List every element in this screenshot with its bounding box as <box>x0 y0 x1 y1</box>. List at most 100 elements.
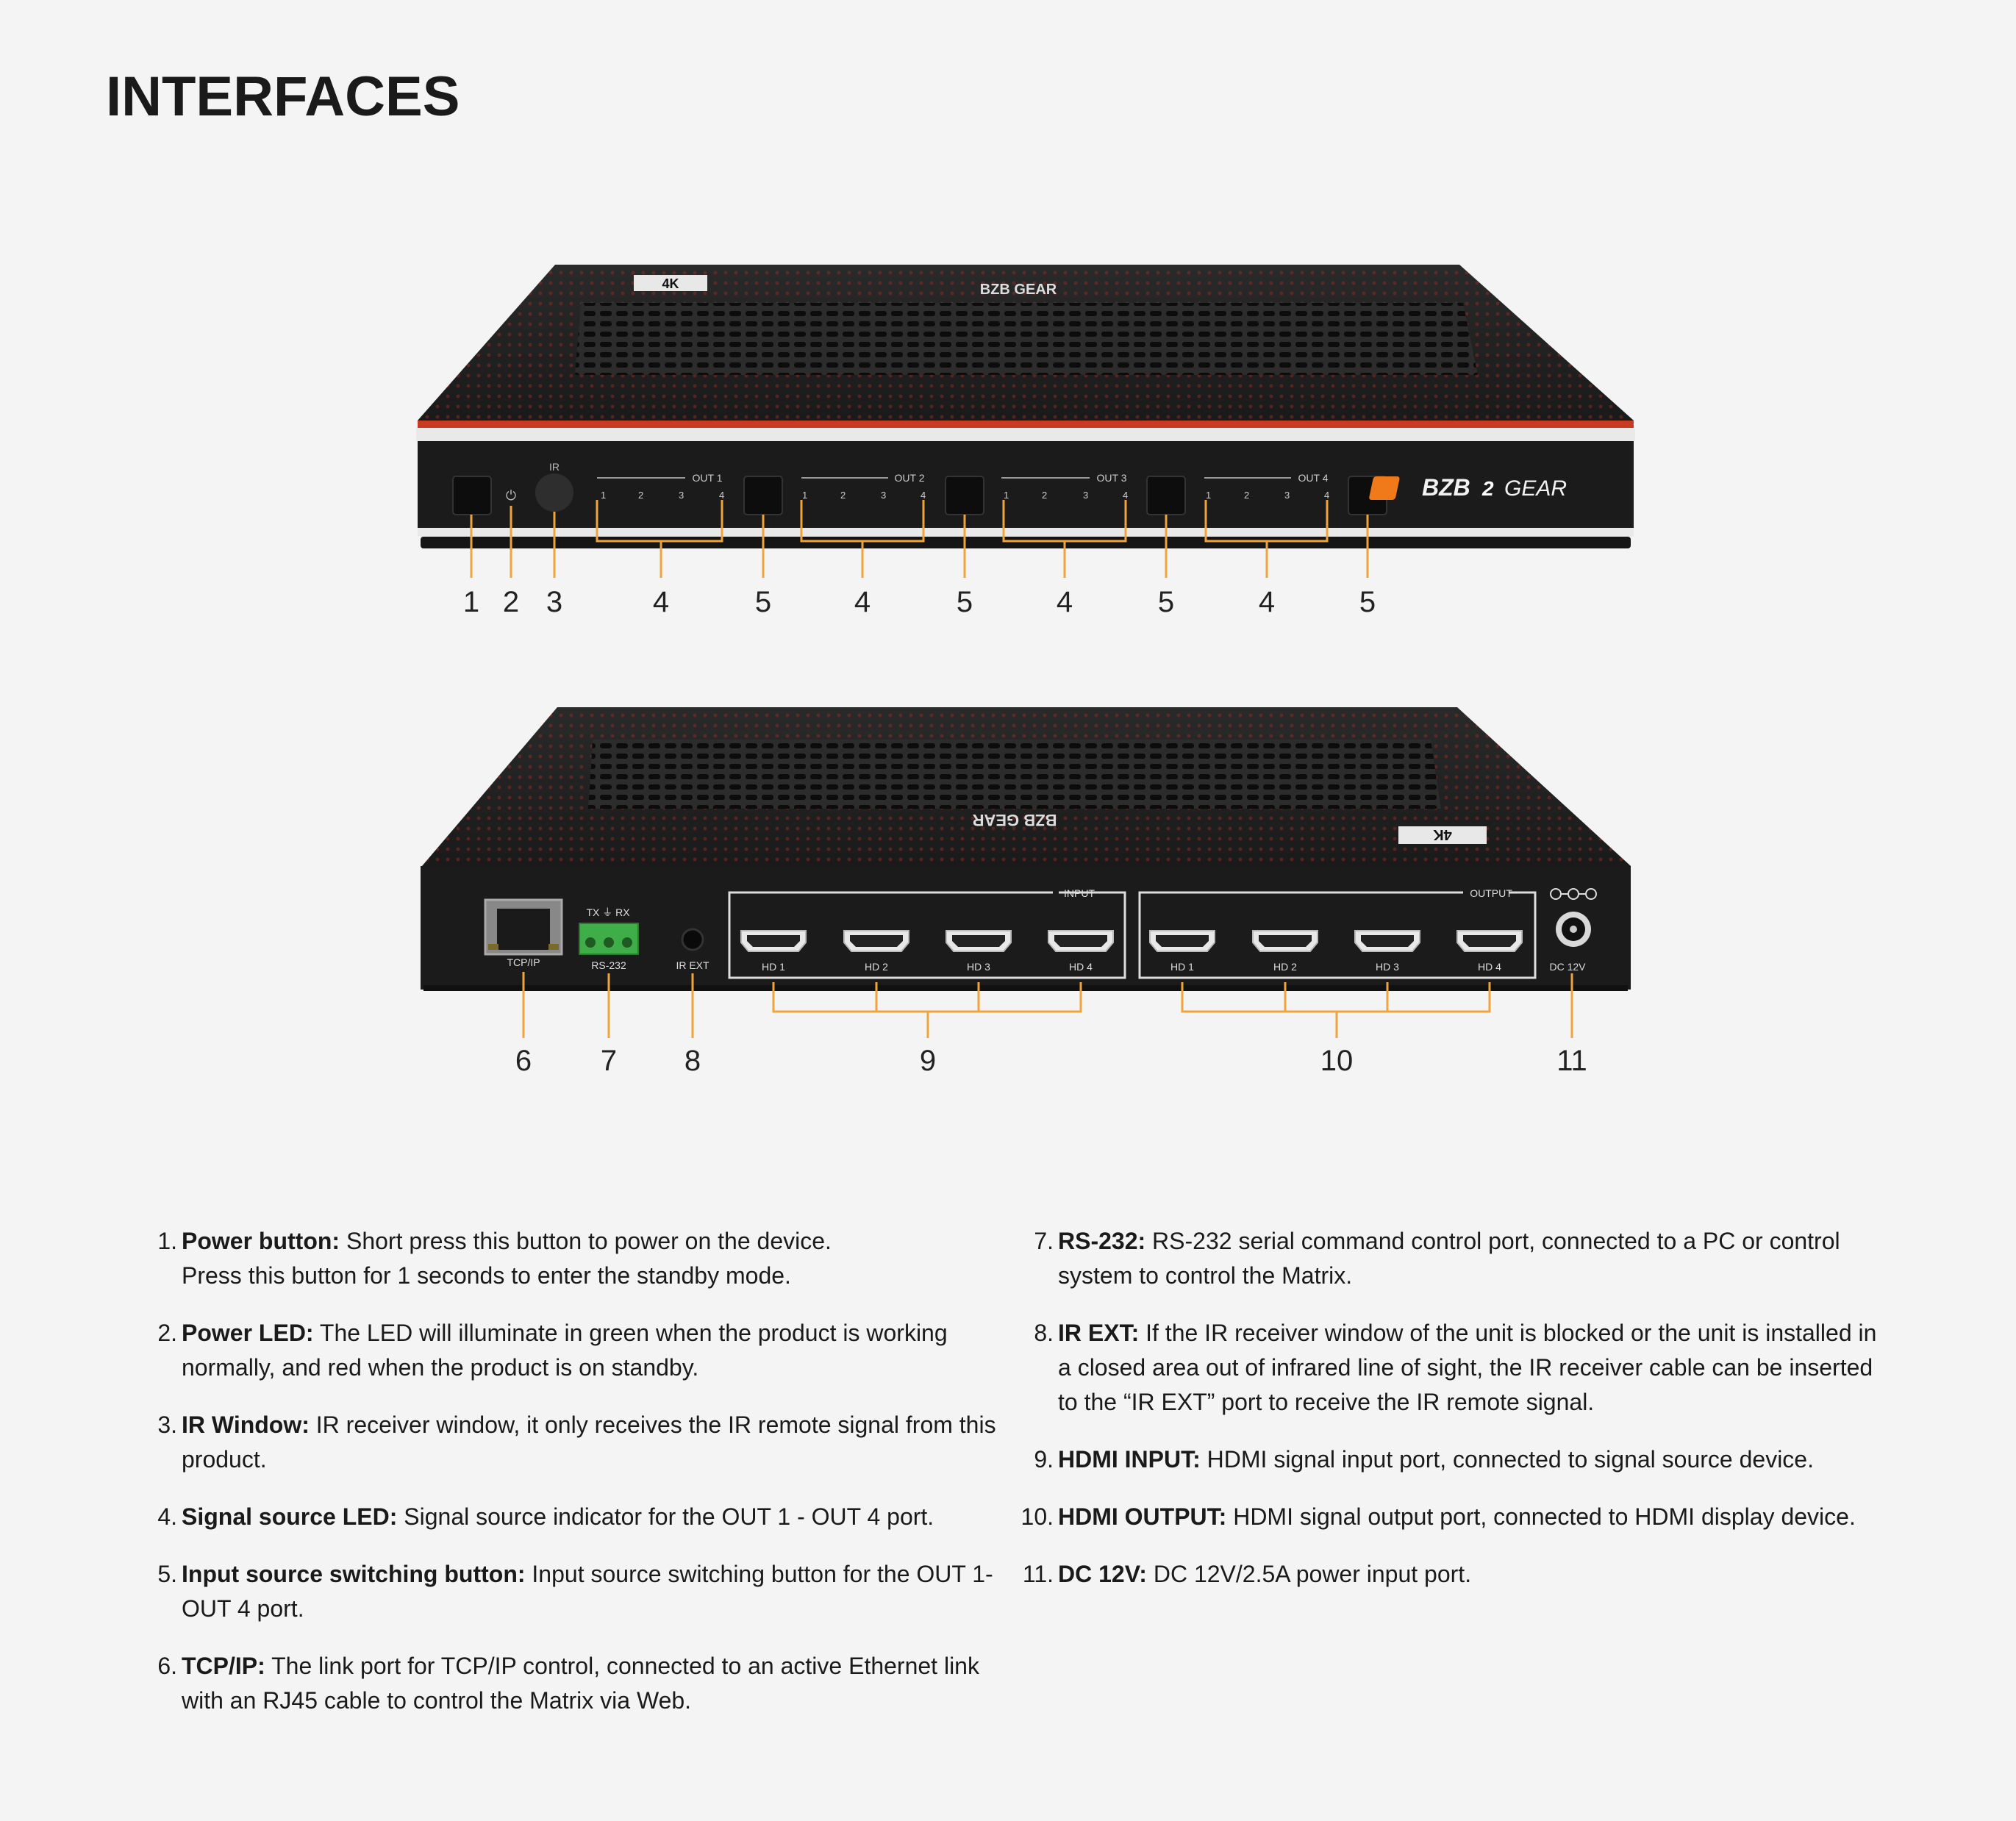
out-2-tick: 4 <box>921 490 926 501</box>
rear-callout-lines <box>522 972 1573 1038</box>
legend-item: 10.HDMI OUTPUT: HDMI signal output port,… <box>1020 1503 1856 1530</box>
legend-item: 11.DC 12V: DC 12V/2.5A power input port. <box>1022 1561 1472 1587</box>
rs232-port[interactable] <box>579 923 639 955</box>
out-4-tick: 4 <box>1324 490 1329 501</box>
hdmi-output-4[interactable] <box>1456 930 1523 952</box>
rs232-pin-label: TX ⏚ RX <box>586 906 630 918</box>
callout-5: 5 <box>957 586 973 618</box>
front-panel: 4K BZB GEAR ⏻ IR OUT 1 1 2 3 4 OUT 2 1 2… <box>416 265 1635 618</box>
out-4-tick: 1 <box>1206 490 1211 501</box>
legend-item: 5.Input source switching button: Input s… <box>157 1561 993 1622</box>
rear-top-brand: BZB GEAR <box>972 811 1057 829</box>
output-port-label: HD 3 <box>1376 961 1399 973</box>
svg-text:2: 2 <box>1481 477 1494 500</box>
callout-4: 4 <box>854 586 871 618</box>
out-1-tick: 3 <box>679 490 684 501</box>
callout-4: 4 <box>1259 586 1275 618</box>
out-group-2: OUT 2 1 2 3 4 <box>801 472 926 501</box>
power-led-icon: ⏻ <box>506 488 516 503</box>
switch-button-out-1[interactable] <box>743 476 783 515</box>
input-label: INPUT <box>1064 887 1095 899</box>
switch-button-out-2[interactable] <box>945 476 984 515</box>
input-port-label: HD 2 <box>865 961 888 973</box>
callout-6: 6 <box>515 1045 532 1077</box>
hdmi-output-1[interactable] <box>1149 930 1215 952</box>
svg-text:GEAR: GEAR <box>1504 476 1567 501</box>
hdmi-input-4[interactable] <box>1048 930 1114 952</box>
front-callout-lines <box>470 500 1369 578</box>
hdmi-input-1[interactable] <box>740 930 807 952</box>
out-4-tick: 3 <box>1284 490 1290 501</box>
rear-4k-text: 4K <box>1433 826 1452 842</box>
callout-4: 4 <box>1057 586 1073 618</box>
front-face <box>418 441 1634 528</box>
front-top-brand: BZB GEAR <box>980 282 1057 298</box>
dc-label: DC 12V <box>1549 961 1586 973</box>
front-4k-text: 4K <box>662 276 679 291</box>
legend-item: 1.Power button: Short press this button … <box>157 1228 832 1289</box>
legend-item: 2.Power LED: The LED will illuminate in … <box>157 1320 948 1381</box>
callout-4: 4 <box>653 586 669 618</box>
out-2-label: OUT 2 <box>895 472 925 484</box>
hdmi-output-2[interactable] <box>1252 930 1318 952</box>
input-port-label: HD 4 <box>1069 961 1093 973</box>
legend-item: 6.TCP/IP: The link port for TCP/IP contr… <box>157 1653 979 1714</box>
legend-item: 8.IR EXT: If the IR receiver window of t… <box>1034 1320 1877 1415</box>
callout-9: 9 <box>920 1045 936 1077</box>
callout-5: 5 <box>1158 586 1174 618</box>
legend-right: 7.RS-232: RS-232 serial command control … <box>1018 1224 1882 1614</box>
out-2-tick: 2 <box>840 490 846 501</box>
callout-5: 5 <box>755 586 771 618</box>
hdmi-input-3[interactable] <box>946 930 1012 952</box>
out-3-tick: 3 <box>1083 490 1088 501</box>
ir-ext-port[interactable] <box>681 928 704 951</box>
output-port-label: HD 4 <box>1478 961 1501 973</box>
switch-button-out-3[interactable] <box>1146 476 1186 515</box>
tcpip-port[interactable] <box>484 898 563 956</box>
callout-11: 11 <box>1556 1045 1587 1077</box>
legend-item: 4.Signal source LED: Signal source indic… <box>157 1503 934 1530</box>
out-3-tick: 4 <box>1123 490 1128 501</box>
out-1-tick: 1 <box>601 490 606 501</box>
page-title: INTERFACES <box>106 65 460 128</box>
device-diagram: 4K BZB GEAR ⏻ IR OUT 1 1 2 3 4 OUT 2 1 2… <box>416 265 1635 1077</box>
legend-left: 1.Power button: Short press this button … <box>151 1224 1004 1741</box>
callout-3: 3 <box>546 586 562 618</box>
svg-text:BZB: BZB <box>1422 474 1470 501</box>
callout-1: 1 <box>463 586 479 618</box>
out-group-1: OUT 1 1 2 3 4 <box>597 472 724 501</box>
tcpip-label: TCP/IP <box>507 956 540 968</box>
brand-logo: BZB 2 GEAR <box>1369 474 1567 501</box>
callout-8: 8 <box>684 1045 701 1077</box>
output-port-label: HD 2 <box>1273 961 1297 973</box>
legend-item: 3.IR Window: IR receiver window, it only… <box>157 1412 996 1473</box>
dc-power-port[interactable] <box>1556 912 1591 947</box>
front-4k-badge <box>634 275 707 291</box>
out-3-label: OUT 3 <box>1097 472 1127 484</box>
ir-ext-label: IR EXT <box>676 959 709 971</box>
hdmi-input-2[interactable] <box>843 930 909 952</box>
dc-polarity-icon <box>1550 888 1597 900</box>
power-button[interactable] <box>452 476 492 515</box>
front-callout-numbers: 1 2 3 4 5 4 5 4 5 4 5 <box>463 586 1376 618</box>
out-4-tick: 2 <box>1244 490 1249 501</box>
out-1-tick: 4 <box>719 490 724 501</box>
callout-5: 5 <box>1359 586 1376 618</box>
ir-window <box>535 473 573 512</box>
callout-10: 10 <box>1320 1045 1354 1077</box>
rs232-label: RS-232 <box>591 959 626 971</box>
out-4-label: OUT 4 <box>1298 472 1329 484</box>
out-3-tick: 2 <box>1042 490 1047 501</box>
out-1-tick: 2 <box>638 490 643 501</box>
legend-item: 7.RS-232: RS-232 serial command control … <box>1034 1228 1840 1289</box>
rear-4k-badge <box>1398 826 1487 844</box>
out-1-label: OUT 1 <box>693 472 723 484</box>
hdmi-output-3[interactable] <box>1354 930 1420 952</box>
out-group-4: OUT 4 1 2 3 4 <box>1204 472 1329 501</box>
input-port-label: HD 3 <box>967 961 990 973</box>
rear-panel: BZB GEAR 4K TCP/IP TX ⏚ RX RS-232 IR EXT… <box>421 707 1631 1077</box>
callout-7: 7 <box>601 1045 617 1077</box>
out-3-tick: 1 <box>1004 490 1009 501</box>
ir-label: IR <box>549 461 560 473</box>
output-port-label: HD 1 <box>1170 961 1194 973</box>
